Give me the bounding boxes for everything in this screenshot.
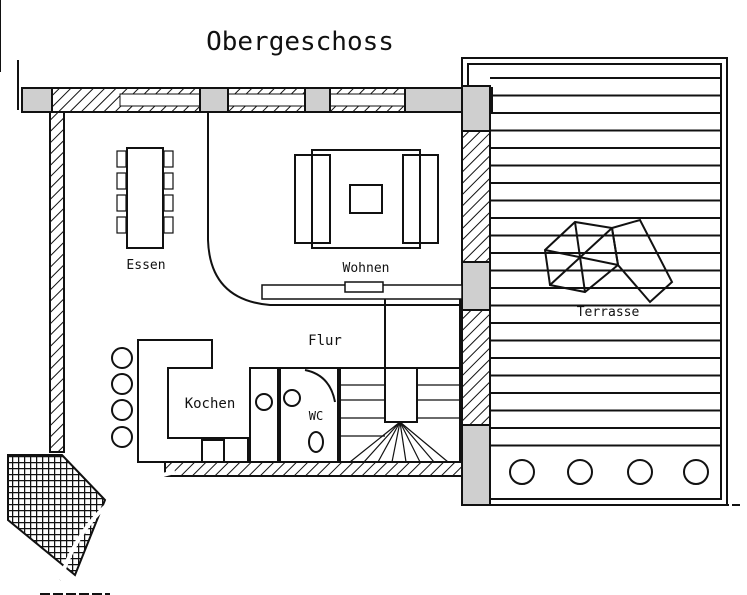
chair-icon bbox=[163, 216, 174, 234]
plan-title: Obergeschoss bbox=[206, 27, 394, 57]
room-label-essen: Essen bbox=[126, 258, 165, 273]
bar-stools bbox=[111, 347, 133, 448]
corner-storage bbox=[7, 454, 176, 595]
kitchen bbox=[111, 339, 279, 463]
room-label-wohnen: Wohnen bbox=[343, 261, 390, 276]
stair-step bbox=[399, 421, 407, 463]
chair-icon bbox=[116, 172, 127, 190]
wc-room bbox=[279, 367, 339, 463]
chair-icon bbox=[116, 216, 127, 234]
room-label-kochen: Kochen bbox=[185, 396, 236, 412]
terrace bbox=[461, 57, 728, 506]
stair-step bbox=[391, 421, 401, 463]
chair-icon bbox=[163, 172, 174, 190]
room-label-terrasse: Terrasse bbox=[577, 305, 640, 320]
stair-step bbox=[377, 421, 401, 463]
sofa-set bbox=[294, 149, 439, 249]
stair-step bbox=[363, 421, 401, 463]
room-label-flur: Flur bbox=[308, 333, 342, 349]
stair-step bbox=[349, 421, 401, 463]
dining-table bbox=[116, 147, 174, 249]
chair-icon bbox=[116, 194, 127, 212]
stair-step bbox=[399, 421, 421, 463]
staircase bbox=[339, 367, 461, 463]
planters bbox=[509, 459, 709, 485]
partitions bbox=[207, 112, 463, 462]
chair-icon bbox=[116, 150, 127, 168]
walls bbox=[0, 0, 740, 506]
terrace-decking bbox=[490, 77, 721, 447]
chair-icon bbox=[163, 150, 174, 168]
chair-icon bbox=[163, 194, 174, 212]
room-label-wc: WC bbox=[309, 409, 323, 423]
parasol-icon bbox=[543, 218, 674, 304]
stair-step bbox=[399, 421, 435, 463]
stair-step bbox=[399, 421, 449, 463]
